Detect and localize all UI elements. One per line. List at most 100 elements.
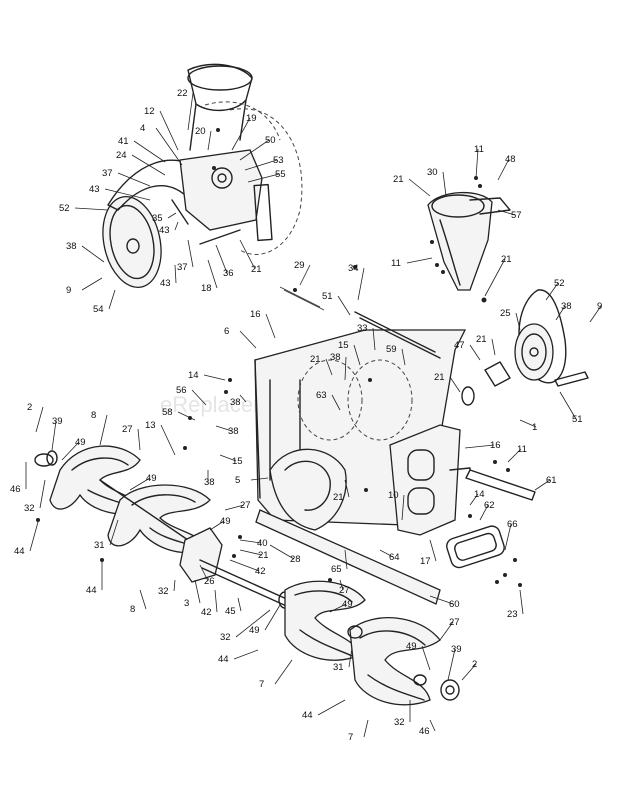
callout-label: 49 [249,625,260,636]
upper-chute [187,63,253,111]
auger-left-upper [34,445,211,556]
callout-label: 19 [246,113,257,124]
callout-label: 56 [176,385,187,396]
callout-label: 30 [427,167,438,178]
callout-label: 8 [91,410,96,421]
housing-outline [229,108,303,255]
callout-label: 23 [507,609,518,620]
callout-leader [207,259,218,289]
callout-label: 58 [162,407,173,418]
auger-spiral-lower [284,580,366,661]
callout-leader [239,394,247,403]
callout-leader [239,330,257,349]
callout-leader [81,277,103,291]
callout-label: 15 [232,456,243,467]
callout-label: 44 [14,546,25,557]
callout-label: 52 [554,278,565,289]
callout-leader [421,645,431,671]
callout-leader [299,264,311,286]
callout-leader [61,441,80,461]
callout-leader [247,173,280,183]
callout-leader [325,358,333,376]
callout-leader [344,356,347,381]
callout-label: 39 [52,416,63,427]
callout-label: 21 [476,334,487,345]
gearbox [179,527,223,583]
callout-label: 26 [204,576,215,587]
callout-leader [159,110,179,151]
callout-leader [401,494,405,521]
callout-leader [174,264,177,284]
callout-leader [504,523,512,551]
callout-label: 8 [130,604,135,615]
callout-leader [239,539,262,544]
callout-leader [317,699,346,716]
callout-label: 9 [597,301,602,312]
callout-label: 27 [122,424,133,435]
callout-leader [199,564,209,582]
callout-label: 4 [140,123,145,134]
callout-leader [155,127,183,166]
callout-label: 11 [517,444,527,455]
callout-label: 66 [507,519,518,530]
callout-leader [137,428,141,451]
side-pulley-assembly [461,289,589,406]
callout-leader [131,154,166,176]
callout-label: 13 [145,420,156,431]
callout-leader [233,649,259,660]
callout-label: 44 [218,654,229,665]
callout-label: 49 [75,437,86,448]
callout-label: 48 [505,154,516,165]
callout-label: 42 [201,607,212,618]
callout-label: 61 [546,475,557,486]
callout-label: 7 [259,679,264,690]
callout-label: 25 [500,308,511,319]
callout-leader [219,454,237,462]
callout-leader [534,479,551,491]
callout-leader [555,305,566,321]
callout-leader [429,595,454,605]
callout-label: 44 [86,585,97,596]
callout-label: 27 [449,617,460,628]
callout-leader [203,374,226,381]
callout-label: 38 [561,301,572,312]
auger-housing [254,286,536,605]
callout-label: 46 [10,484,21,495]
callout-leader [484,258,506,297]
callout-leader [497,209,516,216]
callout-label: 29 [294,260,305,271]
callout-label: 12 [144,106,155,117]
callout-label: 38 [204,477,215,488]
callout-label: 54 [93,304,104,315]
callout-label: 53 [273,155,284,166]
callout-leader [344,549,348,570]
callout-label: 52 [59,203,70,214]
callout-leader [461,663,477,681]
callout-label: 10 [388,490,399,501]
callout-leader [357,267,365,301]
callout-leader [408,178,431,197]
callout-leader [250,477,269,481]
callout-leader [339,579,344,591]
callout-label: 21 [333,492,344,503]
callout-leader [117,172,151,187]
callout-leader [214,589,218,613]
callout-leader [229,559,260,572]
callout-leader [469,493,479,506]
callout-leader [401,348,406,366]
callout-leader [447,648,456,681]
callout-leader [104,188,151,201]
callout-leader [363,719,369,738]
callout-label: 32 [394,717,405,728]
auger-right-lower [284,580,460,706]
callout-label: 18 [201,283,212,294]
callout-label: 37 [177,262,188,273]
callout-label: 21 [393,174,404,185]
callout-label: 57 [511,210,522,221]
impeller [269,448,347,531]
shave-plate [446,525,505,569]
callout-label: 49 [342,599,353,610]
callout-leader [129,477,151,491]
callout-label: 15 [338,340,349,351]
